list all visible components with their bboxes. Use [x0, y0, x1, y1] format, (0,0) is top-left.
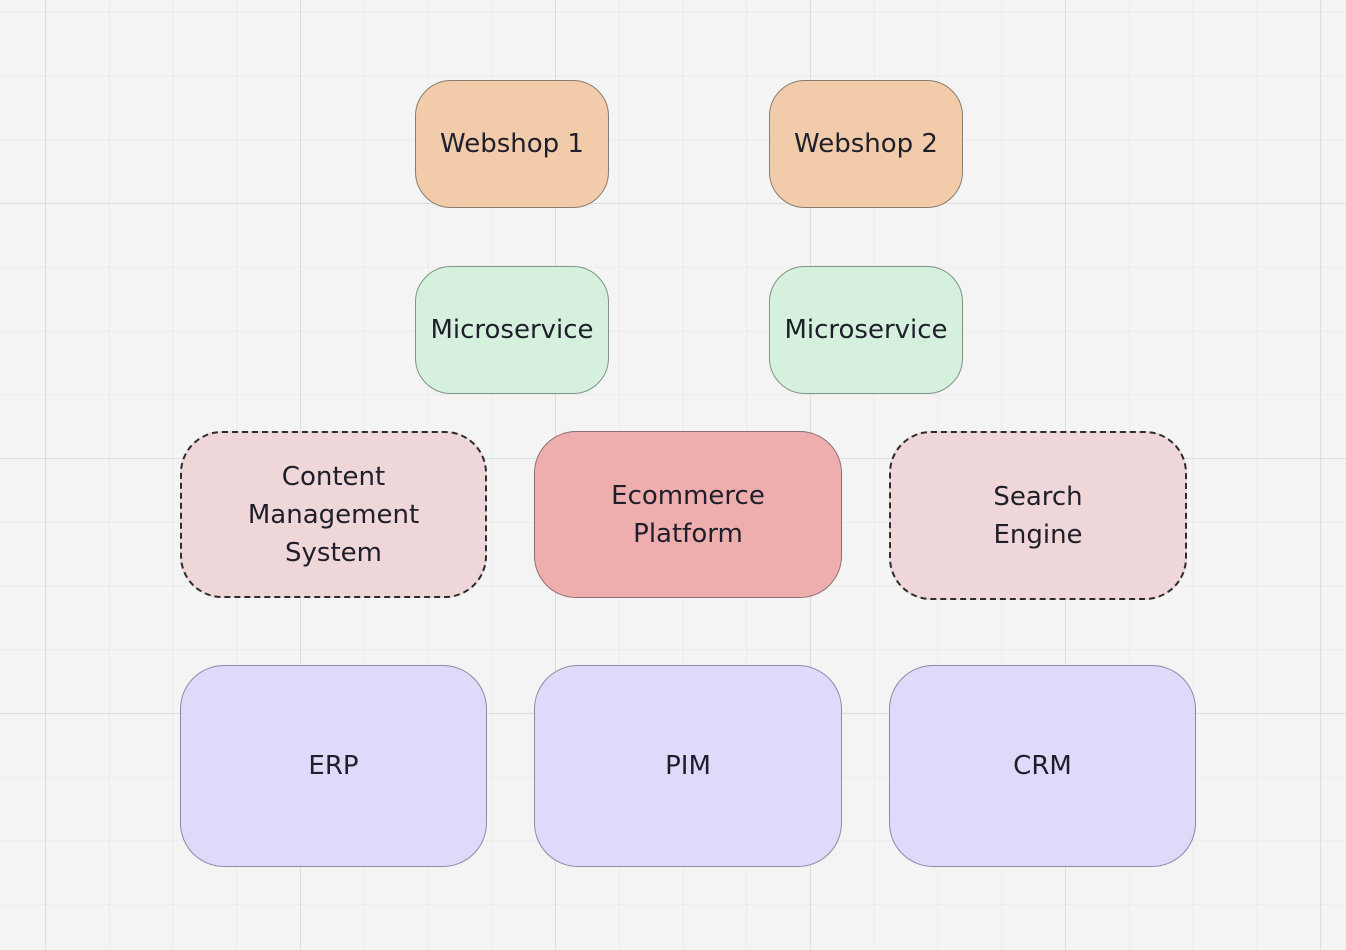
cms-node[interactable]: Content Management System	[180, 431, 487, 598]
microservice-2-label: Microservice	[784, 315, 948, 345]
webshop-1-node[interactable]: Webshop 1	[415, 80, 609, 208]
microservice-1-node[interactable]: Microservice	[415, 266, 609, 394]
pim-label: PIM	[665, 751, 711, 781]
erp-label: ERP	[308, 751, 359, 781]
webshop-2-label: Webshop 2	[794, 129, 938, 159]
webshop-1-label: Webshop 1	[440, 129, 584, 159]
webshop-2-node[interactable]: Webshop 2	[769, 80, 963, 208]
microservice-1-label: Microservice	[430, 315, 594, 345]
pim-node[interactable]: PIM	[534, 665, 842, 867]
ecommerce-platform-label: Ecommerce Platform	[611, 480, 765, 549]
erp-node[interactable]: ERP	[180, 665, 487, 867]
ecommerce-platform-node[interactable]: Ecommerce Platform	[534, 431, 842, 598]
crm-label: CRM	[1013, 751, 1072, 781]
cms-label: Content Management System	[247, 461, 420, 568]
search-engine-label: Search Engine	[993, 481, 1083, 550]
microservice-2-node[interactable]: Microservice	[769, 266, 963, 394]
search-engine-node[interactable]: Search Engine	[889, 431, 1187, 600]
crm-node[interactable]: CRM	[889, 665, 1196, 867]
